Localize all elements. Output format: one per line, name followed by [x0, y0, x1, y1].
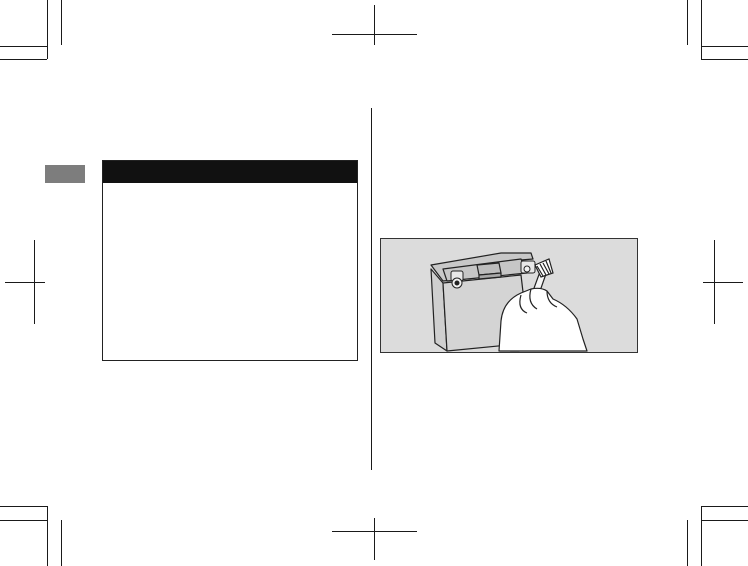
crop-mark: [61, 0, 62, 45]
battery-terminal-brush-icon: [430, 252, 588, 352]
crop-mark: [701, 46, 748, 47]
crop-mark: [0, 506, 47, 507]
section-tab: [45, 165, 85, 183]
crop-mark: [703, 282, 743, 283]
crop-mark: [701, 0, 702, 59]
warning-box: [102, 160, 358, 361]
crop-mark: [701, 506, 702, 566]
crop-mark: [332, 34, 417, 35]
crop-mark: [701, 59, 748, 60]
crop-mark: [61, 520, 62, 566]
crop-mark: [374, 5, 375, 45]
crop-mark: [701, 506, 748, 507]
crop-mark: [687, 520, 688, 566]
crop-mark: [47, 0, 48, 59]
crop-mark: [47, 506, 48, 566]
crop-mark: [332, 531, 417, 532]
crop-mark: [701, 520, 748, 521]
warning-header: [103, 161, 357, 183]
column-divider: [371, 108, 372, 470]
crop-mark: [374, 518, 375, 560]
crop-mark: [0, 520, 47, 521]
crop-mark: [0, 46, 47, 47]
crop-mark: [5, 282, 45, 283]
crop-mark: [0, 59, 47, 60]
crop-mark: [687, 0, 688, 45]
battery-illustration: [380, 238, 638, 353]
